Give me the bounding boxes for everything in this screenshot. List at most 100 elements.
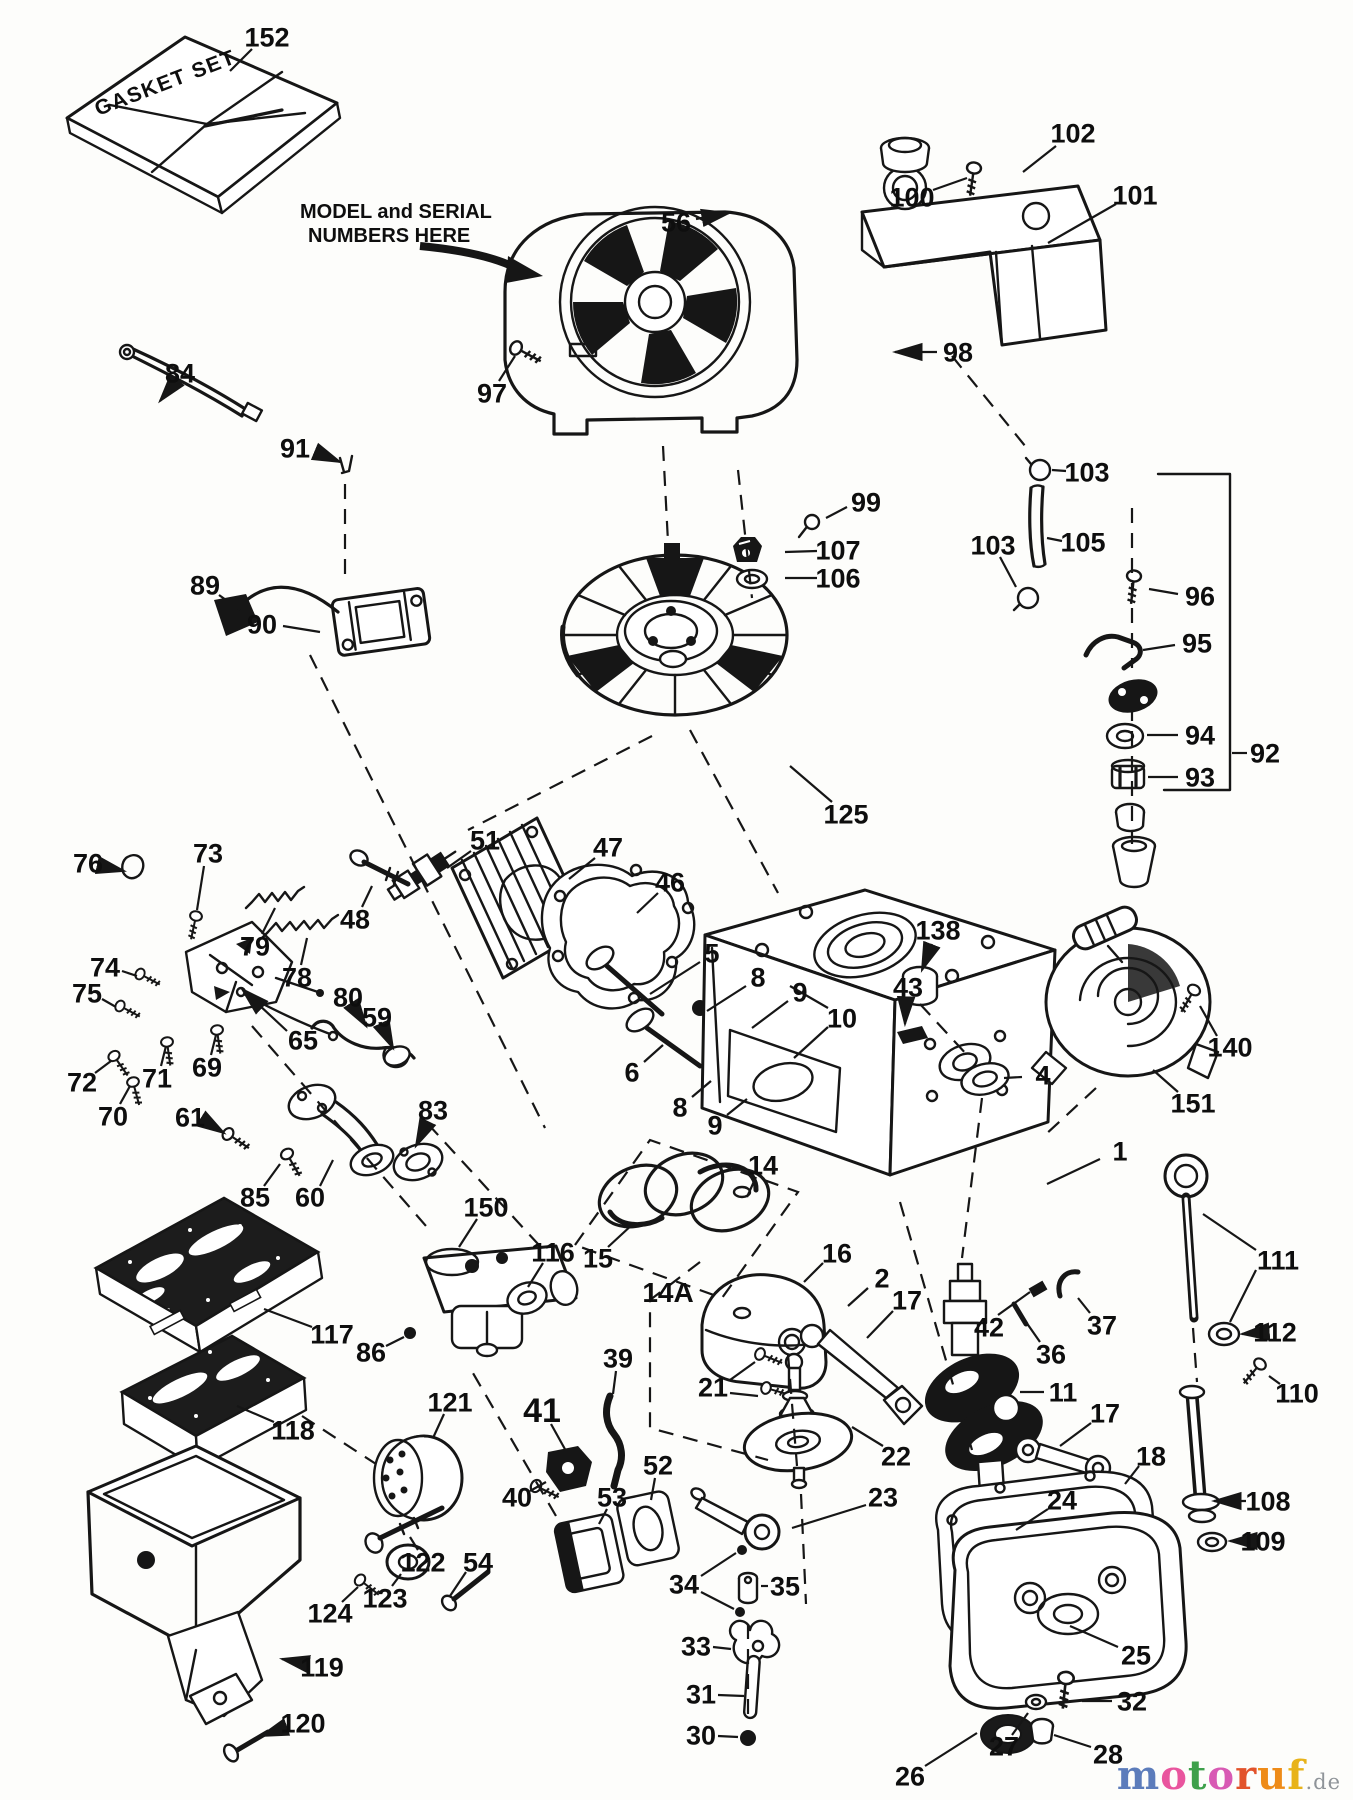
part-label-31: 31: [686, 1680, 716, 1710]
part-label-35: 35: [770, 1572, 800, 1602]
leader-line-96: [1148, 587, 1179, 596]
part-label-103: 103: [1064, 458, 1109, 488]
part-label-40: 40: [502, 1483, 532, 1513]
leader-line-86: [385, 1336, 405, 1347]
model-serial-line1: MODEL and SERIAL: [300, 201, 492, 223]
part-label-138: 138: [915, 916, 960, 946]
part-label-34: 34: [669, 1570, 699, 1600]
part-label-65: 65: [288, 1026, 318, 1056]
part-label-2: 2: [874, 1264, 889, 1294]
leader-line-16: [803, 1262, 824, 1283]
part-label-75: 75: [72, 979, 102, 1009]
watermark-letter: o: [1207, 1752, 1236, 1799]
leader-line-33: [712, 1645, 732, 1651]
leader-line-70: [119, 1085, 131, 1105]
leader-line-103: [1051, 468, 1067, 473]
part-label-120: 120: [280, 1709, 325, 1739]
part-label-15: 15: [583, 1244, 613, 1274]
part-label-10: 10: [827, 1004, 857, 1034]
part-label-140: 140: [1207, 1033, 1252, 1063]
leader-line-91: [310, 442, 343, 464]
air-cleaner-body: [86, 1444, 302, 1763]
fuel-tank-assembly: [860, 136, 1108, 347]
leader-line-75: [101, 998, 117, 1008]
leader-line-151: [1152, 1069, 1179, 1093]
breather-linkage: [440, 1392, 680, 1612]
gasket-set-envelope: GASKET SET: [65, 35, 342, 215]
intake-manifold: [219, 1083, 444, 1182]
part-label-17: 17: [1090, 1399, 1120, 1429]
leader-line-69: [209, 1034, 218, 1056]
leader-line-119: [278, 1655, 311, 1674]
leader-line-18: [1124, 1465, 1140, 1485]
part-label-80: 80: [333, 983, 363, 1013]
recoil-starter: [1030, 905, 1220, 1086]
leader-line-95: [1142, 643, 1176, 652]
part-label-122: 122: [400, 1548, 445, 1578]
leader-line-85: [263, 1163, 281, 1187]
part-label-123: 123: [362, 1584, 407, 1614]
leader-line-39: [611, 1370, 618, 1395]
leader-line-78: [299, 937, 309, 966]
watermark-letter: o: [1160, 1752, 1188, 1799]
leader-line-79: [261, 907, 276, 935]
leader-line-48: [361, 885, 373, 908]
part-label-107: 107: [815, 536, 860, 566]
leader-line-122: [409, 1536, 419, 1551]
leader-line-10: [793, 1026, 829, 1059]
watermark-letter: r: [1235, 1752, 1258, 1799]
part-label-60: 60: [295, 1183, 325, 1213]
leader-line-61: [195, 1110, 227, 1135]
part-label-17: 17: [892, 1286, 922, 1316]
part-label-83: 83: [418, 1096, 448, 1126]
piston-ring-set: [597, 1151, 771, 1233]
leader-line-124: [341, 1586, 359, 1603]
part-label-48: 48: [340, 905, 370, 935]
leader-line-71: [159, 1045, 168, 1067]
part-label-112: 112: [1253, 1318, 1297, 1348]
leader-line-65: [239, 986, 288, 1032]
leader-line-22: [851, 1426, 884, 1447]
leader-line-121: [432, 1413, 445, 1439]
watermark-motoruf: motoruf.de: [1117, 1756, 1341, 1796]
part-label-84: 84: [165, 359, 195, 389]
leader-line-4: [1003, 1075, 1023, 1080]
leader-line-111: [1229, 1269, 1257, 1323]
primer-parts-column: [1083, 472, 1232, 889]
part-label-23: 23: [868, 1483, 898, 1513]
governor-arm: [690, 1487, 781, 1551]
part-label-22: 22: [881, 1442, 911, 1472]
governor-spool-parts: [728, 1545, 781, 1746]
leader-line-54: [449, 1571, 467, 1597]
part-label-41: 41: [523, 1392, 561, 1430]
part-label-99: 99: [851, 488, 881, 518]
leader-line-23: [791, 1503, 867, 1530]
part-label-37: 37: [1087, 1311, 1117, 1341]
part-label-109: 109: [1240, 1527, 1285, 1557]
part-label-18: 18: [1136, 1442, 1166, 1472]
leader-line-9: [726, 1098, 748, 1116]
leader-line-15: [607, 1222, 635, 1248]
leader-line-2: [847, 1287, 869, 1307]
part-label-110: 110: [1275, 1379, 1319, 1409]
part-label-152: 152: [244, 23, 289, 53]
part-label-73: 73: [193, 839, 223, 869]
part-label-11: 11: [1049, 1378, 1078, 1408]
part-label-111: 111: [1257, 1246, 1299, 1276]
part-label-93: 93: [1185, 763, 1215, 793]
part-label-101: 101: [1112, 181, 1157, 211]
leader-line-138: [920, 940, 941, 973]
part-label-108: 108: [1245, 1487, 1290, 1517]
leader-line-28: [1053, 1733, 1092, 1749]
part-label-14A: 14A: [642, 1277, 693, 1308]
leader-line-25: [1069, 1624, 1119, 1649]
head-bolt: [349, 849, 411, 887]
connecting-rod: [752, 1323, 924, 1426]
oil-sump: [948, 1510, 1188, 1710]
part-label-21: 21: [698, 1373, 728, 1403]
leader-line-51: [446, 850, 472, 869]
leader-line-8: [706, 985, 747, 1012]
